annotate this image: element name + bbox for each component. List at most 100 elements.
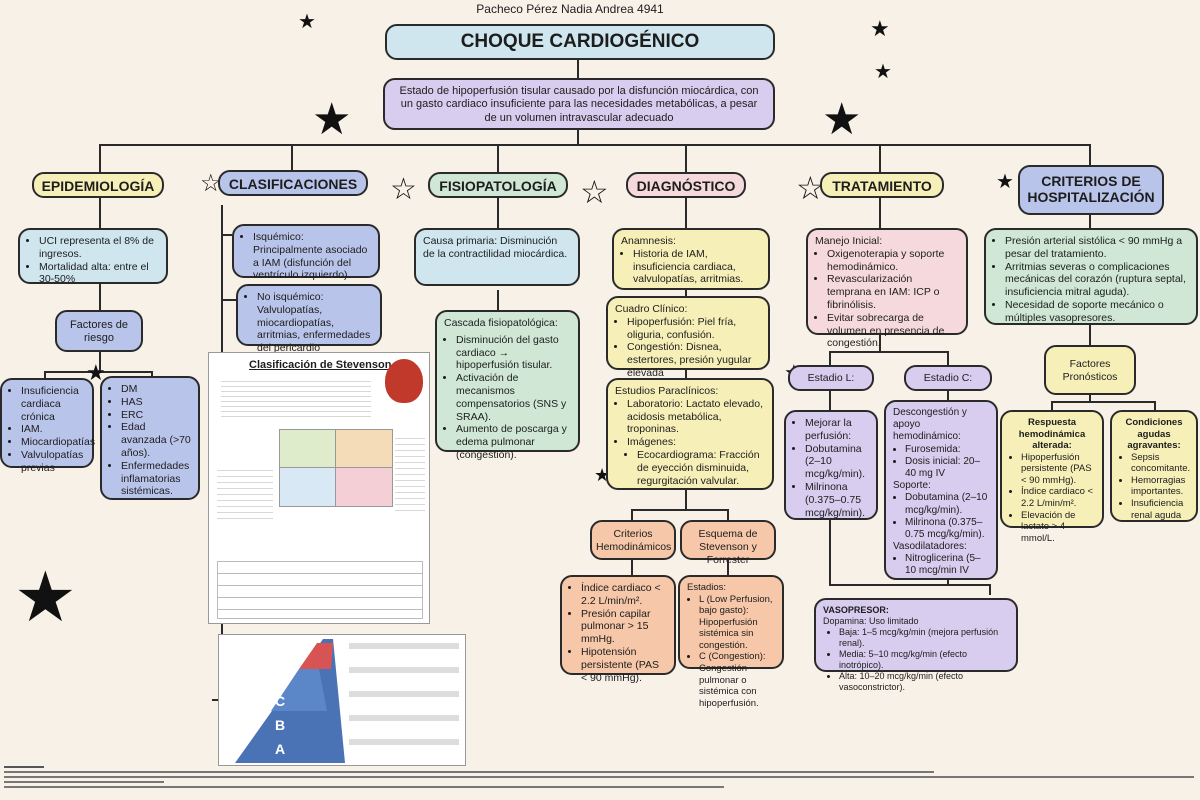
list-item: Hipoperfusión persistente (PAS < 90 mmHg… xyxy=(1021,452,1095,487)
list-item: Necesidad de soporte mecánico o múltiple… xyxy=(1005,299,1189,325)
vasopresor-intro: Dopamina: Uso limitado xyxy=(823,615,919,626)
list-item: Hipotensión persistente (PAS < 90 mmHg). xyxy=(581,646,667,684)
triangle-staging-image: E D C B A xyxy=(218,634,466,766)
estadio-l-box: Mejorar la perfusión: Dobutamina (2–10 m… xyxy=(784,410,878,520)
list-item: Dobutamina (2–10 mcg/kg/min). xyxy=(805,443,869,481)
fisiopatologia-cascada: Cascada fisiopatológica: Disminución del… xyxy=(435,310,580,461)
star-outline-icon: ☆ xyxy=(200,170,222,197)
list-item: Arritmias severas o complicaciones mecán… xyxy=(1005,261,1189,299)
condiciones-agudas-box: Condiciones agudas agravantes: Sepsis co… xyxy=(1110,410,1198,522)
section-epidemiologia: EPIDEMIOLOGÍA xyxy=(32,172,164,198)
c-vaso-label: Vasodilatadores: xyxy=(893,541,967,553)
list-item: Historia de IAM, insuficiencia cardiaca,… xyxy=(633,248,761,286)
section-diagnostico: DIAGNÓSTICO xyxy=(626,172,746,198)
list-item: L (Low Perfusion, bajo gasto): Hipoperfu… xyxy=(699,594,775,652)
star-icon: ★ xyxy=(312,95,352,144)
list-item: HAS xyxy=(121,396,191,409)
triangle-letter: B xyxy=(275,717,286,733)
list-item: Mortalidad alta: entre el 30-50% xyxy=(39,261,159,287)
list-item: Media: 5–10 mcg/kg/min (efecto inotrópic… xyxy=(839,649,1009,671)
criterios-hospitalizacion-box: Presión arterial sistólica < 90 mmHg a p… xyxy=(984,228,1198,325)
triangle-letter: E xyxy=(279,647,289,663)
list-item: Presión capilar pulmonar > 15 mmHg. xyxy=(581,608,667,646)
factores-riesgo-label: Factores de riesgo xyxy=(55,310,143,352)
list-item: Índice cardiaco < 2.2 L/min/m². xyxy=(581,582,667,608)
estadio-c-box: Descongestión y apoyo hemodinámico: Furo… xyxy=(884,400,998,580)
respuesta-title: Respuesta hemodinámica alterada: xyxy=(1018,417,1086,452)
quadrant-b xyxy=(335,429,393,469)
list-item: Presión arterial sistólica < 90 mmHg a p… xyxy=(1005,235,1189,261)
factores-riesgo-right: DM HAS ERC Edad avanzada (>70 años). Enf… xyxy=(100,376,200,500)
page-title: CHOQUE CARDIOGÉNICO xyxy=(385,24,775,60)
cuadro-label: Cuadro Clínico: xyxy=(615,303,688,315)
star-icon: ★ xyxy=(996,171,1014,193)
star-icon: ★ xyxy=(870,16,890,41)
triangle-letter: D xyxy=(275,669,286,685)
vasopresor-label: VASOPRESOR: xyxy=(823,605,889,615)
esquema-stevenson-box: Estadios: L (Low Perfusion, bajo gasto):… xyxy=(678,575,784,709)
condiciones-title: Condiciones agudas agravantes: xyxy=(1125,417,1183,452)
list-item: No isquémico: Valvulopatías, miocardiopa… xyxy=(257,291,373,355)
author-name: Pacheco Pérez Nadia Andrea 4941 xyxy=(476,2,664,16)
star-icon: ★ xyxy=(86,360,106,385)
section-fisiopatologia: FISIOPATOLOGÍA xyxy=(428,172,568,198)
estadio-l-label: Estadio L: xyxy=(788,365,874,391)
list-item: Nitroglicerina (5–10 mcg/min IV xyxy=(905,553,989,577)
star-outline-icon: ☆ xyxy=(796,170,825,206)
criterios-hemodinamicos-label: Criterios Hemodinámicos xyxy=(590,520,676,560)
cascada-label: Cascada fisiopatológica: xyxy=(444,317,558,329)
list-item: Edad avanzada (>70 años). xyxy=(121,421,191,459)
c-soporte-label: Soporte: xyxy=(893,480,931,492)
list-item: Congestión: Disnea, estertores, presión … xyxy=(627,341,761,379)
section-criterios: CRITERIOS DE HOSPITALIZACIÓN xyxy=(1018,165,1164,215)
fisiopatologia-causa: Causa primaria: Disminución de la contra… xyxy=(414,228,580,286)
manejo-label: Manejo Inicial: xyxy=(815,235,883,247)
list-item: Milrinona (0.375–0.75 mcg/kg/min). xyxy=(905,517,989,541)
list-item: Enfermedades inflamatorias sistémicas. xyxy=(121,460,191,498)
star-icon: ★ xyxy=(874,61,892,83)
references-block xyxy=(4,764,1194,798)
list-item: C (Congestion): Congestión pulmonar o si… xyxy=(699,651,775,709)
estudios-box: Estudios Paraclínicos: Laboratorio: Lact… xyxy=(606,378,774,490)
list-item: Elevación de lactato > 4 mmol/L. xyxy=(1021,510,1095,545)
list-item: Furosemida: xyxy=(905,444,989,456)
list-item: Oxigenoterapia y soporte hemodinámico. xyxy=(827,248,959,274)
list-item: Laboratorio: Lactato elevado, acidosis m… xyxy=(627,398,765,436)
triangle-letter: C xyxy=(275,693,286,709)
stevenson-classification-image: Clasificación de Stevenson xyxy=(208,352,430,624)
isquemico-box: Isquémico: Principalmente asociado a IAM… xyxy=(232,224,380,281)
section-clasificaciones: CLASIFICACIONES xyxy=(218,170,368,196)
quadrant-c xyxy=(335,467,393,507)
star-outline-icon: ☆ xyxy=(580,174,609,210)
factores-riesgo-left: Insuficiencia cardiaca crónica IAM. Mioc… xyxy=(0,378,95,474)
definition-box: Estado de hipoperfusión tisular causado … xyxy=(383,78,775,130)
list-item: Sepsis concomitante. xyxy=(1131,452,1190,475)
list-item: Evitar sobrecarga de volumen en presenci… xyxy=(827,312,959,350)
list-item: DM xyxy=(121,383,191,396)
list-item: Alta: 10–20 mcg/kg/min (efecto vasoconst… xyxy=(839,671,1009,693)
star-icon: ★ xyxy=(14,558,77,636)
esquema-intro: Estadios: xyxy=(687,582,727,593)
list-item: Activación de mecanismos compensatorios … xyxy=(456,372,571,423)
quadrant-l xyxy=(279,467,337,507)
esquema-stevenson-label: Esquema de Stevenson y Forrester xyxy=(680,520,776,566)
list-item: Baja: 1–5 mcg/kg/min (mejora perfusión r… xyxy=(839,627,1009,649)
list-item: Insuficiencia cardiaca crónica xyxy=(21,385,85,423)
anamnesis-label: Anamnesis: xyxy=(621,235,676,247)
list-item: Insuficiencia renal aguda xyxy=(1131,498,1189,521)
list-item: UCI representa el 8% de ingresos. xyxy=(39,235,159,261)
list-item: Imágenes: xyxy=(627,436,765,449)
list-item: Hemorragias importantes. xyxy=(1131,475,1189,498)
vasopresor-box: VASOPRESOR: Dopamina: Uso limitado Baja:… xyxy=(814,598,1018,692)
list-item: Ecocardiograma: Fracción de eyección dis… xyxy=(637,449,765,487)
section-tratamiento: TRATAMIENTO xyxy=(820,172,944,198)
manejo-inicial-box: Manejo Inicial: Oxigenoterapia y soporte… xyxy=(806,228,968,349)
estudios-label: Estudios Paraclínicos: xyxy=(615,385,719,397)
c-intro: Descongestión y apoyo hemodinámico: xyxy=(893,407,967,443)
list-item: Miocardiopatías xyxy=(21,436,95,449)
list-item: Dosis inicial: 20–40 mg IV xyxy=(905,456,989,480)
epidemiologia-box: UCI representa el 8% de ingresos. Mortal… xyxy=(18,228,168,287)
list-item: Índice cardiaco < 2.2 L/min/m². xyxy=(1021,486,1095,509)
triangle-letter: A xyxy=(275,741,286,757)
list-item: ERC xyxy=(121,409,191,422)
